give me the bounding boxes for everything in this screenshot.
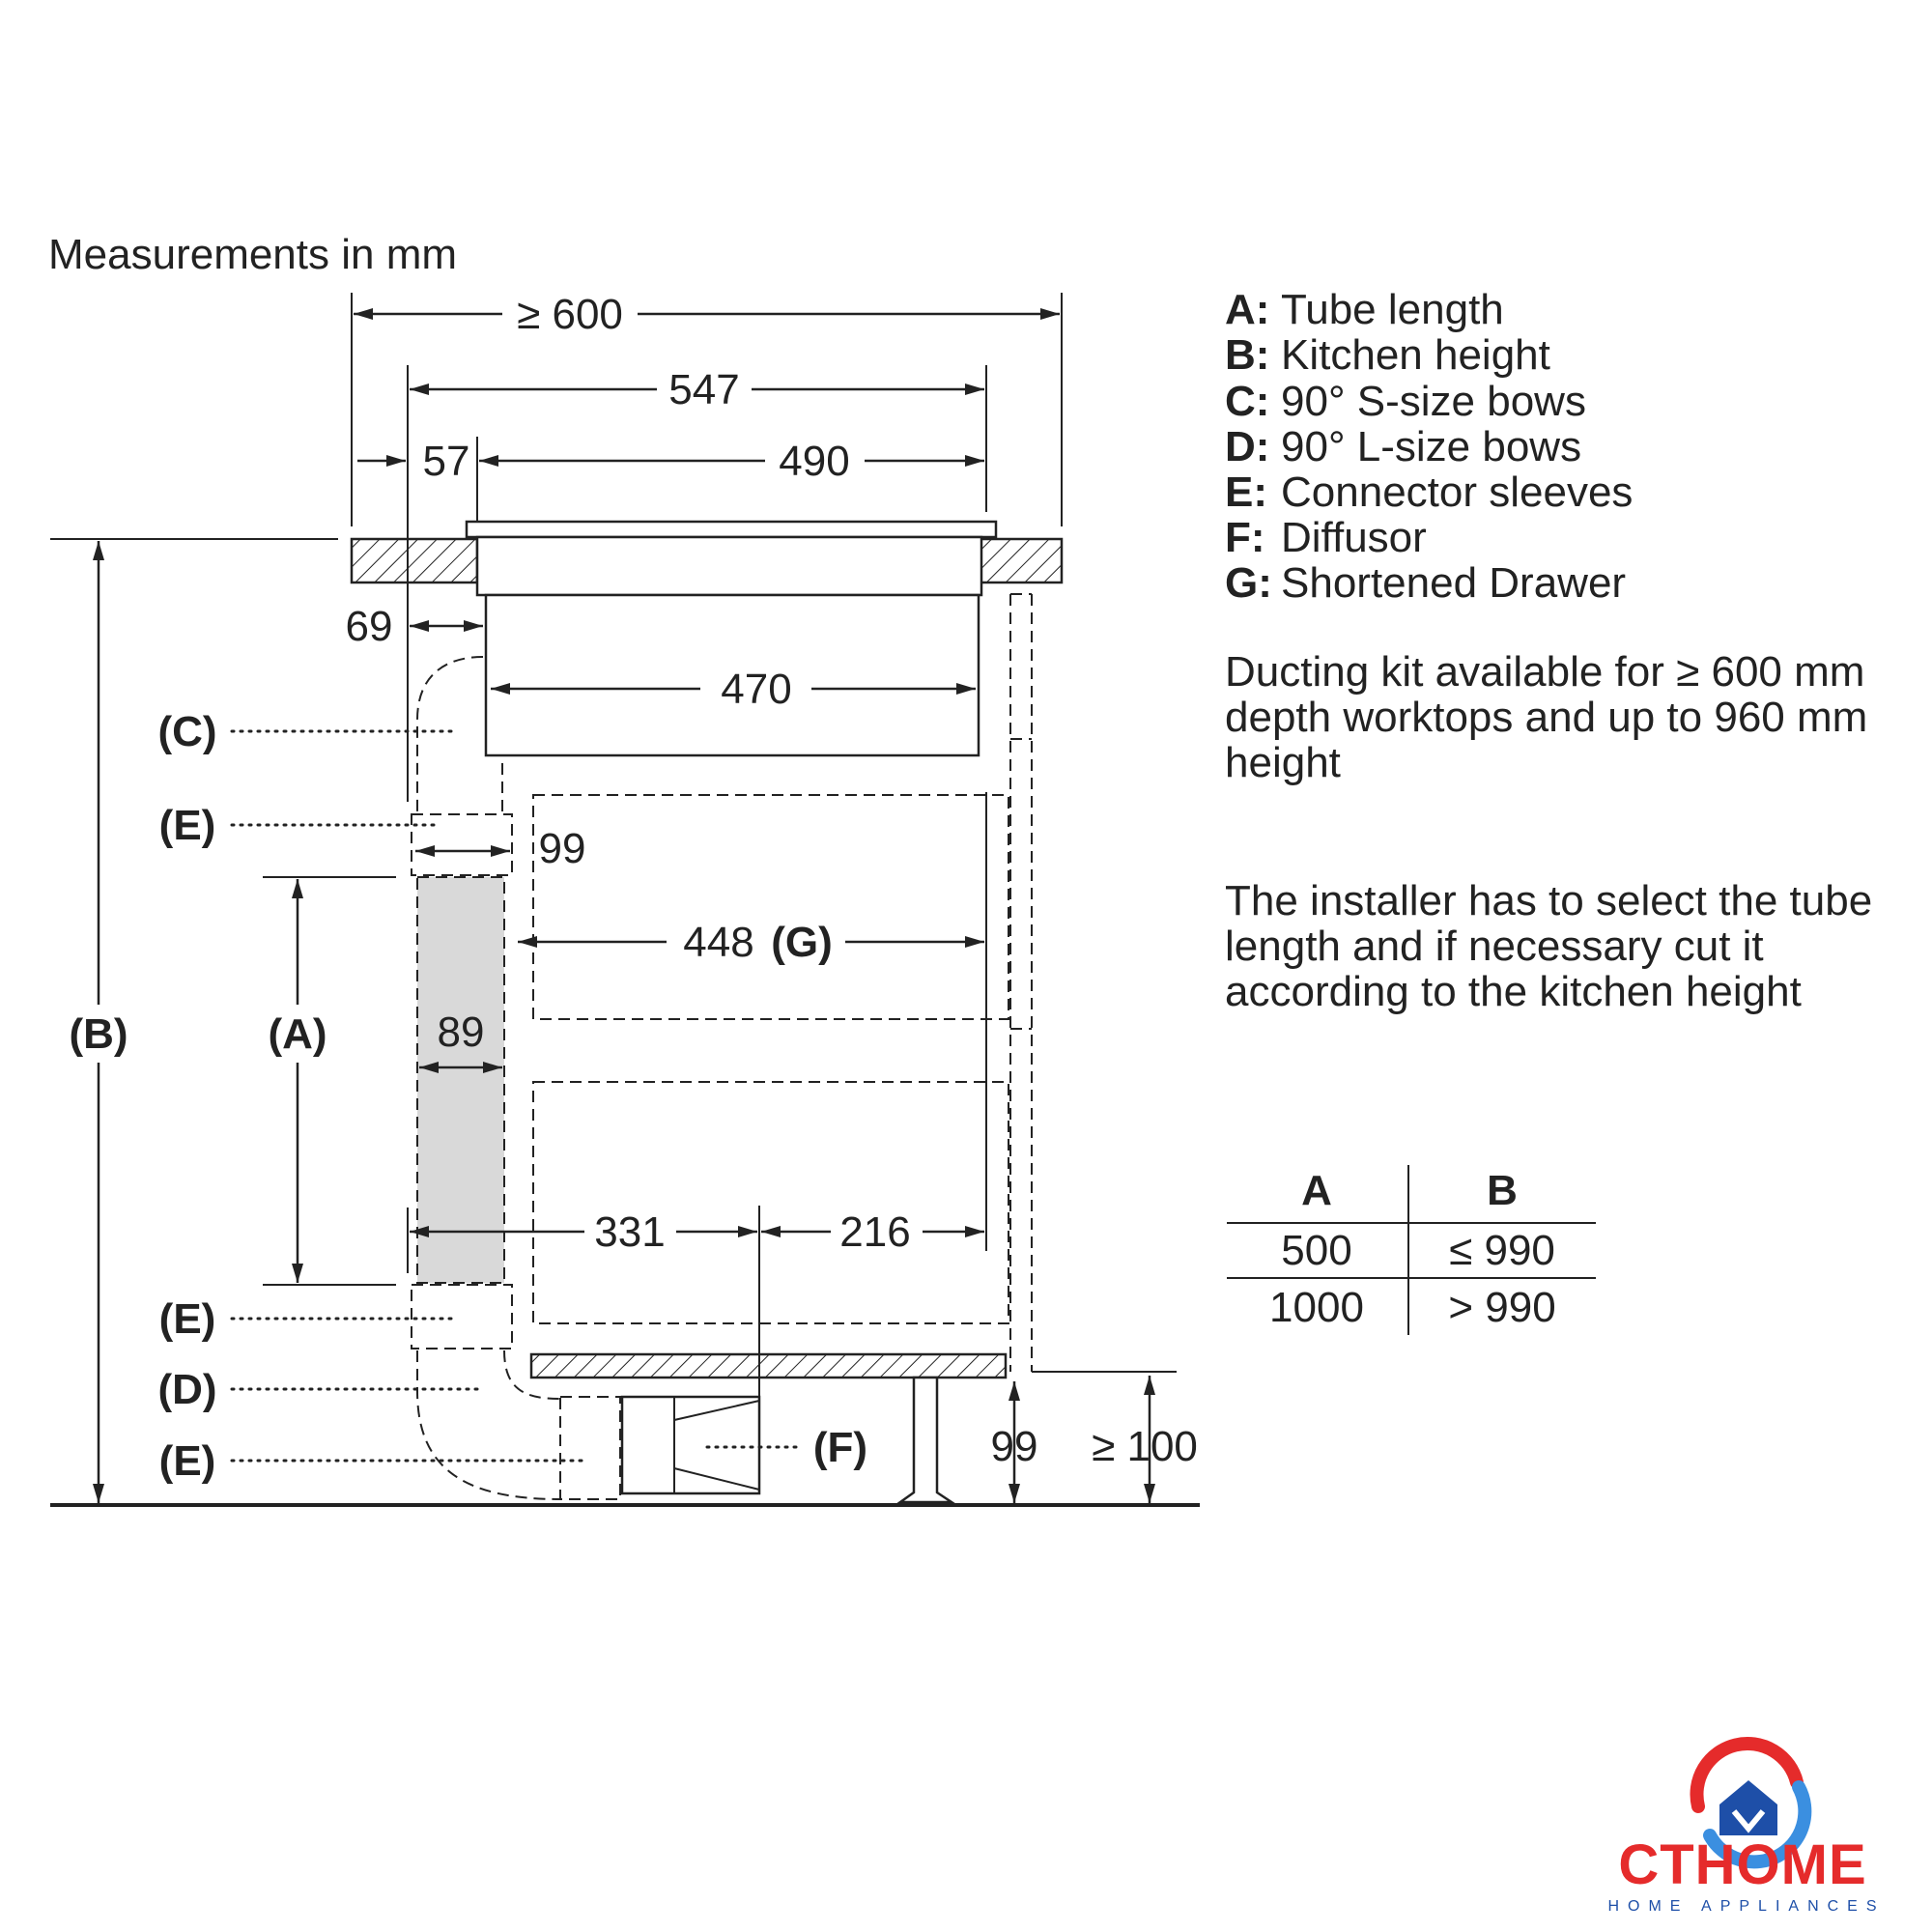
label-b: (B) bbox=[69, 1010, 128, 1058]
table-cell-r1-b: ≤ 990 bbox=[1449, 1227, 1555, 1274]
dim-331-label: 331 bbox=[594, 1208, 665, 1256]
legend: A: Tube length B: Kitchen height C: 90° … bbox=[1225, 286, 1633, 607]
l-bow-inner bbox=[503, 1350, 561, 1400]
legend-text-f: Diffusor bbox=[1281, 514, 1427, 561]
legend-text-b: Kitchen height bbox=[1281, 331, 1550, 379]
shortened-drawer-upper bbox=[532, 794, 1009, 1020]
dim-99-top-label: 99 bbox=[539, 825, 586, 872]
legend-text-c: 90° S-size bows bbox=[1281, 378, 1586, 425]
cabinet-leg bbox=[896, 1376, 956, 1504]
diffusor-blade-top bbox=[673, 1400, 760, 1421]
dim-600-label: ≥ 600 bbox=[517, 291, 623, 338]
tube-length-table: A B 500 ≤ 990 1000 > 990 bbox=[1227, 1165, 1596, 1335]
label-d: (D) bbox=[157, 1366, 216, 1413]
legend-text-d: 90° L-size bows bbox=[1281, 423, 1581, 470]
legend-text-a: Tube length bbox=[1281, 286, 1504, 333]
legend-key-f: F: bbox=[1225, 514, 1265, 561]
table-header-b: B bbox=[1487, 1167, 1518, 1214]
note-ducting-line-3: height bbox=[1225, 739, 1341, 786]
dim-a-label-bg bbox=[259, 1005, 336, 1063]
table-cell-r2-a: 1000 bbox=[1269, 1284, 1364, 1331]
connector-sleeve-middle bbox=[411, 1284, 513, 1350]
legend-text-e: Connector sleeves bbox=[1281, 469, 1633, 516]
note-installer-line-3: according to the kitchen height bbox=[1225, 968, 1802, 1015]
label-f: (F) bbox=[813, 1424, 867, 1471]
legend-key-e: E: bbox=[1225, 469, 1267, 516]
worktop-right-section bbox=[979, 537, 1064, 584]
note-ducting-line-1: Ducting kit available for ≥ 600 mm bbox=[1225, 648, 1864, 696]
dim-448-g-label: (G) bbox=[771, 919, 833, 966]
diffusor-blade-bottom bbox=[673, 1467, 760, 1491]
label-e1: (E) bbox=[159, 802, 216, 849]
s-bow-outer bbox=[416, 656, 484, 816]
legend-key-b: B: bbox=[1225, 331, 1269, 379]
legend-text-g: Shortened Drawer bbox=[1281, 559, 1626, 607]
legend-key-g: G: bbox=[1225, 559, 1272, 607]
connector-sleeve-bottom bbox=[559, 1396, 621, 1500]
legend-key-d: D: bbox=[1225, 423, 1269, 470]
connector-sleeve-top bbox=[411, 813, 513, 876]
tube bbox=[416, 876, 505, 1284]
logo-wordmark: CTHOME bbox=[1618, 1833, 1866, 1896]
note-installer-line-2: length and if necessary cut it bbox=[1225, 923, 1764, 970]
dim-216-label: 216 bbox=[839, 1208, 910, 1256]
table-header-a: A bbox=[1301, 1167, 1332, 1214]
label-a: (A) bbox=[268, 1010, 327, 1058]
label-e3: (E) bbox=[159, 1437, 216, 1485]
dim-100-label: ≥ 100 bbox=[1092, 1423, 1198, 1470]
note-installer-line-1: The installer has to select the tube bbox=[1225, 877, 1872, 924]
worktop-left-section bbox=[350, 537, 479, 584]
logo-tagline: HOME APPLIANCES bbox=[1607, 1898, 1885, 1915]
dim-b-label-bg bbox=[58, 1005, 135, 1063]
dim-490-label: 490 bbox=[779, 438, 849, 485]
note-ducting-line-2: depth worktops and up to 960 mm bbox=[1225, 694, 1867, 741]
dim-57-label: 57 bbox=[423, 438, 470, 485]
l-bow-outer bbox=[416, 1350, 561, 1500]
page-title: Measurements in mm bbox=[48, 231, 457, 278]
dim-448-label: 448 bbox=[683, 919, 753, 966]
hob-unit bbox=[484, 593, 980, 757]
drawer-lower bbox=[532, 1081, 1009, 1324]
dim-547-label: 547 bbox=[668, 366, 739, 413]
label-c: (C) bbox=[157, 708, 216, 755]
label-e2: (E) bbox=[159, 1295, 216, 1343]
legend-key-a: A: bbox=[1225, 286, 1269, 333]
dim-470-label: 470 bbox=[721, 666, 791, 713]
dim-99-bottom-label: 99 bbox=[991, 1423, 1038, 1470]
table-cell-r2-b: > 990 bbox=[1448, 1284, 1555, 1331]
brand-logo: CTHOME HOME APPLIANCES bbox=[1607, 1737, 1885, 1915]
dim-69-label: 69 bbox=[346, 603, 393, 650]
legend-key-c: C: bbox=[1225, 378, 1269, 425]
diffusor-body bbox=[620, 1395, 761, 1495]
cabinet-base bbox=[529, 1352, 1008, 1379]
hob-glass-top bbox=[465, 520, 998, 539]
table-cell-r1-a: 500 bbox=[1281, 1227, 1351, 1274]
dim-89-label: 89 bbox=[438, 1009, 485, 1056]
hob-body bbox=[475, 535, 983, 597]
house-icon bbox=[1690, 1737, 1812, 1869]
